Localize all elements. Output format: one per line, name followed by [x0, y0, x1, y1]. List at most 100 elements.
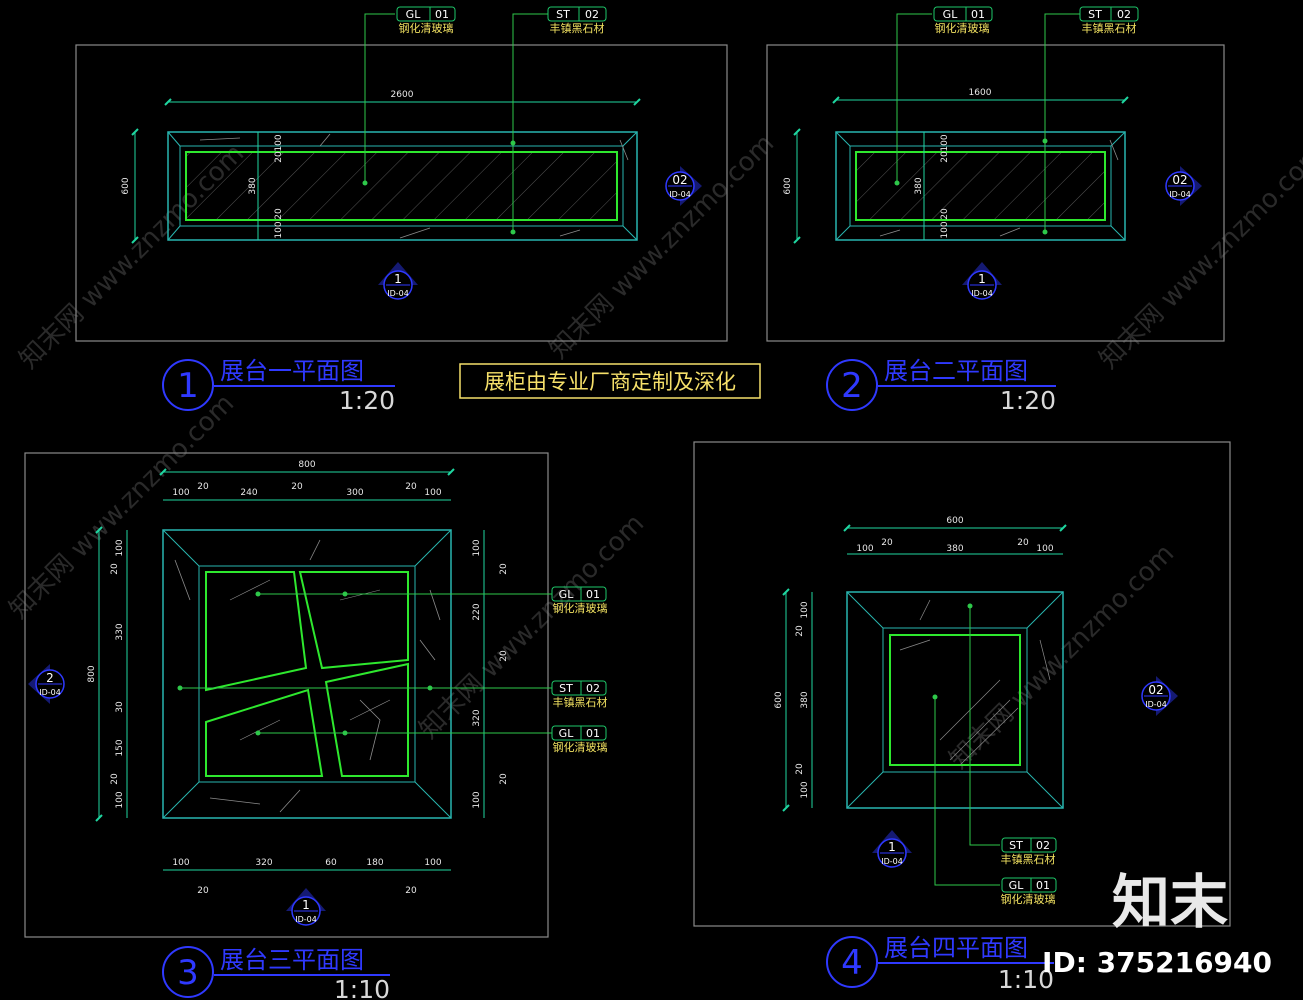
section-marker: 02 ID-04 — [1141, 676, 1178, 716]
svg-text:ST: ST — [1009, 839, 1023, 852]
dim-segment: 100 — [472, 539, 482, 556]
svg-text:ID-04: ID-04 — [1145, 700, 1167, 709]
svg-text:1: 1 — [394, 272, 402, 286]
dim-segment: 20 — [940, 208, 950, 220]
dim-segment: 100 — [115, 539, 125, 556]
image-id-label: ID: 375216940 — [1042, 946, 1272, 979]
svg-text:ID-04: ID-04 — [881, 857, 903, 866]
dim-segment: 330 — [115, 623, 125, 640]
svg-text:ST: ST — [1088, 8, 1102, 21]
dim-segment: 20 — [405, 482, 417, 492]
dim-segment: 100 — [172, 858, 189, 868]
watermark-text: 知末网 www.znzmo.com — [944, 539, 1180, 775]
svg-text:GL: GL — [406, 8, 422, 21]
dim-segment: 20 — [499, 563, 509, 575]
dim-segment: 100 — [800, 781, 810, 798]
section-marker: 02 ID-04 — [665, 166, 702, 206]
drawing-scale: 1:20 — [339, 386, 395, 415]
svg-text:钢化清玻璃: 钢化清玻璃 — [553, 601, 608, 615]
dim-segment: 300 — [346, 488, 363, 498]
dim-overall-width: 600 — [946, 516, 963, 526]
dim-segment: 20 — [274, 151, 284, 163]
drawing-scale: 1:10 — [334, 975, 390, 1000]
svg-text:02: 02 — [1117, 8, 1131, 21]
dim-overall-height: 600 — [774, 691, 784, 708]
drawing-1-frame — [75, 44, 728, 342]
drawing-title: 展台二平面图 — [884, 357, 1028, 385]
cabinet-outline — [835, 131, 1126, 241]
svg-text:ID-04: ID-04 — [669, 190, 691, 199]
dim-segment: 320 — [255, 858, 272, 868]
dim-segment: 100 — [856, 544, 873, 554]
svg-text:1: 1 — [978, 272, 986, 286]
svg-text:02: 02 — [1148, 683, 1163, 697]
section-marker: 02 ID-04 — [1165, 166, 1202, 206]
svg-text:01: 01 — [971, 8, 985, 21]
svg-text:2: 2 — [46, 671, 54, 685]
drawing-scale: 1:20 — [1000, 386, 1056, 415]
svg-text:钢化清玻璃: 钢化清玻璃 — [1001, 892, 1056, 906]
dim-segment: 20 — [940, 151, 950, 163]
svg-text:ID-04: ID-04 — [39, 688, 61, 697]
drawing-4-plan: 600 100 20 380 20 100 600 100 20 380 20 … — [693, 441, 1231, 994]
dim-segment: 20 — [405, 886, 417, 896]
svg-text:ID-04: ID-04 — [1169, 190, 1191, 199]
dim-segment: 380 — [800, 691, 810, 708]
svg-text:ID-04: ID-04 — [387, 289, 409, 298]
material-tag-gl01: GL 01 钢化清玻璃 — [551, 725, 608, 754]
svg-text:02: 02 — [1036, 839, 1050, 852]
drawing-number: 3 — [177, 953, 199, 993]
glass-panel — [855, 151, 1106, 221]
glass-pane — [298, 571, 409, 670]
watermark-text: 知末网 www.znzmo.com — [4, 389, 240, 625]
material-tag-gl01: GL 01 钢化清玻璃 — [551, 586, 608, 615]
dim-segment: 20 — [291, 482, 303, 492]
svg-text:02: 02 — [585, 8, 599, 21]
material-tag-gl01: GL 01 钢化清玻璃 — [396, 6, 456, 35]
svg-text:02: 02 — [672, 173, 687, 187]
drawing-3-title-block: 3 展台三平面图 1:10 — [162, 946, 390, 1000]
watermark-text: 知末网 www.znzmo.com — [414, 509, 650, 745]
dim-segment: 100 — [424, 858, 441, 868]
dim-segment: 30 — [115, 701, 125, 713]
fabrication-note: 展柜由专业厂商定制及深化 — [459, 363, 761, 399]
dim-segment: 100 — [472, 791, 482, 808]
material-tag-gl01: GL 01 钢化清玻璃 — [1001, 877, 1057, 906]
dim-segment: 380 — [248, 177, 258, 194]
section-marker: 2 ID-04 — [28, 664, 65, 704]
svg-text:丰镇黑石材: 丰镇黑石材 — [1001, 852, 1056, 866]
dim-segment: 380 — [946, 544, 963, 554]
dim-segment: 100 — [1036, 544, 1053, 554]
material-tag-st02: ST 02 丰镇黑石材 — [1079, 6, 1139, 35]
dim-overall-height: 600 — [783, 177, 793, 194]
dim-overall-height: 600 — [121, 177, 131, 194]
material-tag-st02: ST 02 丰镇黑石材 — [1001, 837, 1057, 866]
svg-text:丰镇黑石材: 丰镇黑石材 — [550, 21, 605, 35]
section-marker: 1 ID-04 — [962, 262, 1002, 300]
dim-segment: 380 — [914, 177, 924, 194]
dim-segment: 20 — [110, 563, 120, 575]
section-marker: 1 ID-04 — [872, 830, 912, 868]
svg-text:ID-04: ID-04 — [971, 289, 993, 298]
brand-logo: 知末 — [1112, 868, 1228, 936]
dim-overall-width: 1600 — [969, 88, 992, 98]
drawing-title: 展台一平面图 — [220, 357, 364, 385]
brand-overlay: 知末 ID: 375216940 — [1042, 868, 1272, 979]
drawing-1-plan: 2600 600 100 20 380 20 100 GL 01 钢化清玻璃 S… — [75, 6, 728, 415]
svg-text:丰镇黑石材: 丰镇黑石材 — [553, 695, 608, 709]
svg-text:ST: ST — [556, 8, 570, 21]
dim-segment: 100 — [115, 791, 125, 808]
drawing-1-title-block: 1 展台一平面图 1:20 — [162, 357, 395, 415]
drawing-scale: 1:10 — [998, 965, 1054, 994]
cabinet-outline — [167, 131, 638, 241]
svg-text:GL: GL — [943, 8, 959, 21]
svg-text:丰镇黑石材: 丰镇黑石材 — [1082, 21, 1137, 35]
drawing-2-frame — [766, 44, 1225, 342]
drawing-2-title-block: 2 展台二平面图 1:20 — [826, 357, 1056, 415]
drawing-3-plan: 800 100 20 240 20 300 20 100 800 100 20 … — [24, 452, 608, 1000]
glass-panel — [889, 634, 1021, 766]
svg-text:01: 01 — [435, 8, 449, 21]
svg-text:GL: GL — [559, 588, 575, 601]
drawing-number: 2 — [841, 366, 863, 406]
svg-text:01: 01 — [586, 588, 600, 601]
